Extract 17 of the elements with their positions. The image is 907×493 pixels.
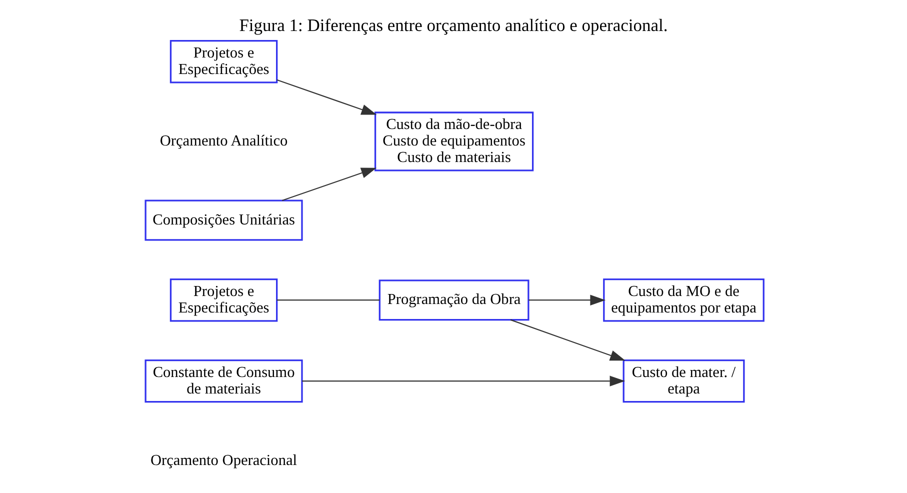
arrow	[282, 168, 377, 201]
node-box: Projetos e Especificações	[170, 40, 278, 84]
node-box: Custo da MO e de equipamentos por etapa	[603, 278, 764, 322]
node-box: Custo da mão-de-obra Custo de equipamentos Custo de materiais	[374, 112, 534, 172]
diagram-title: Figura 1: Diferenças entre orçamento analítico e operacional.	[239, 14, 668, 35]
label: Orçamento Operacional	[150, 452, 298, 469]
arrow	[302, 376, 626, 386]
node-box: Custo de mater. / etapa	[622, 359, 745, 403]
node-box: Programação da Obra	[378, 280, 530, 321]
node-box: Projetos e Especificações	[170, 278, 278, 322]
connector	[276, 300, 380, 301]
arrow	[276, 79, 377, 115]
arrow	[510, 319, 626, 361]
label: Orçamento Analítico	[160, 132, 288, 150]
node-box: Composições Unitárias	[144, 200, 303, 241]
node-box: Constante de Consumo de materiais	[144, 359, 303, 403]
arrow	[528, 294, 606, 306]
